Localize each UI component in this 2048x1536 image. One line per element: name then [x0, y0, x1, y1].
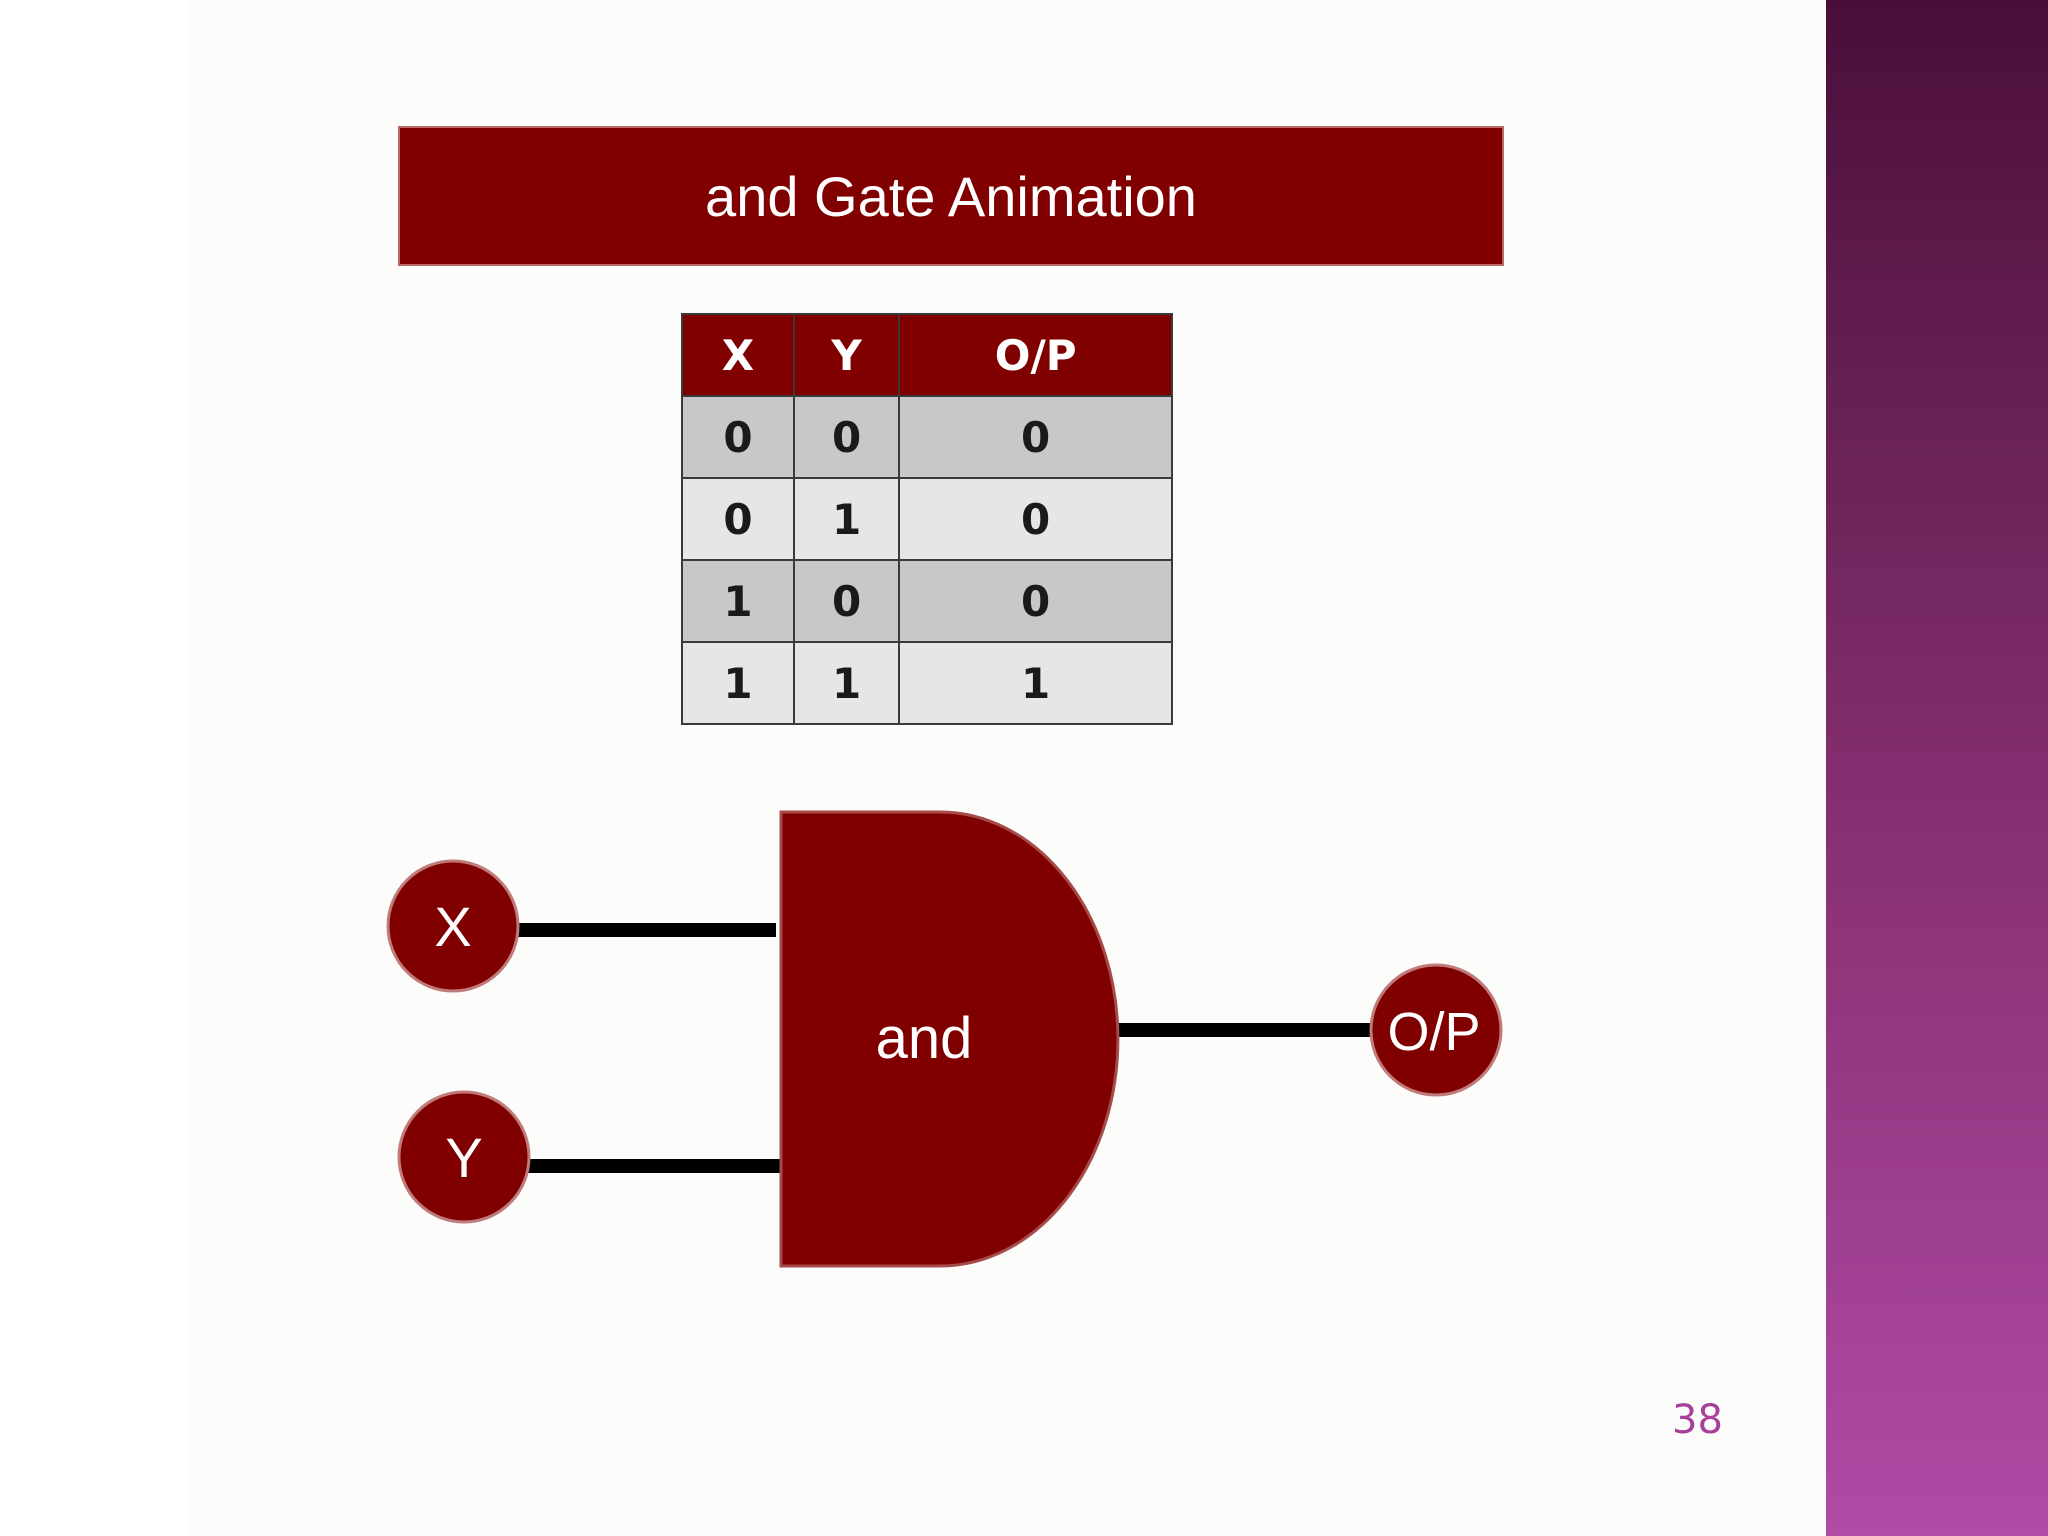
- header-output: O/P: [898, 313, 1173, 397]
- table-cell: 1: [681, 641, 795, 725]
- output-node: [1369, 963, 1503, 1097]
- gate-label: and: [876, 1006, 973, 1071]
- header-x: X: [681, 313, 795, 397]
- header-y: Y: [792, 313, 901, 397]
- table-cell: 0: [681, 395, 795, 479]
- table-cell: 0: [898, 477, 1173, 561]
- table-row: 0 1 0: [681, 477, 1173, 561]
- page-number: 38: [1672, 1397, 1723, 1443]
- slide-title: and Gate Animation: [398, 126, 1504, 266]
- input-y-label: Y: [445, 1126, 482, 1189]
- table-cell: 1: [898, 641, 1173, 725]
- table-cell: 0: [792, 395, 901, 479]
- input-y-node: [397, 1090, 531, 1224]
- table-row: 0 0 0: [681, 395, 1173, 479]
- table-cell: 0: [898, 559, 1173, 643]
- table-cell: 0: [898, 395, 1173, 479]
- input-x-node: [386, 859, 520, 993]
- table-cell: 1: [792, 477, 901, 561]
- table-row: 1 1 1: [681, 641, 1173, 725]
- table-cell: 0: [792, 559, 901, 643]
- truth-table-header-row: X Y O/P: [681, 313, 1173, 397]
- truth-table: X Y O/P 0 0 0 0 1 0 1 0 0 1 1: [681, 313, 1173, 725]
- and-gate-shape: [779, 810, 1120, 1268]
- input-x-label: X: [434, 895, 471, 958]
- decorative-side-band: [1826, 0, 2048, 1536]
- table-cell: 0: [681, 477, 795, 561]
- table-cell: 1: [792, 641, 901, 725]
- output-label: O/P: [1387, 1002, 1480, 1062]
- table-row: 1 0 0: [681, 559, 1173, 643]
- table-cell: 1: [681, 559, 795, 643]
